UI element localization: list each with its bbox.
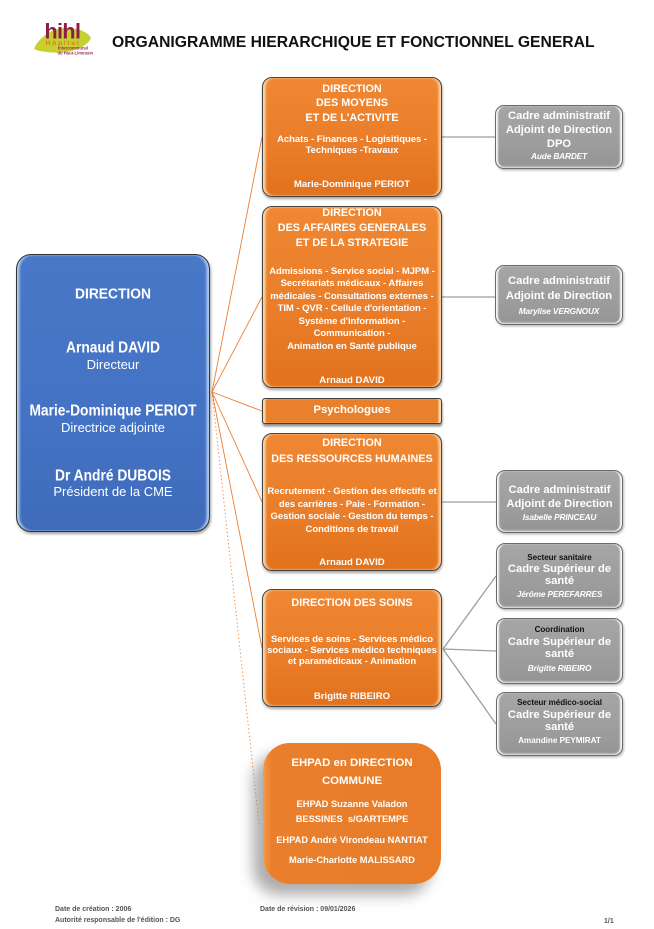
svg-text:hihl: hihl — [45, 19, 81, 43]
svg-text:Hôpital: Hôpital — [46, 40, 81, 47]
svg-text:Intercommunal: Intercommunal — [58, 46, 88, 51]
svg-text:du Haut-Limousin: du Haut-Limousin — [58, 50, 94, 55]
